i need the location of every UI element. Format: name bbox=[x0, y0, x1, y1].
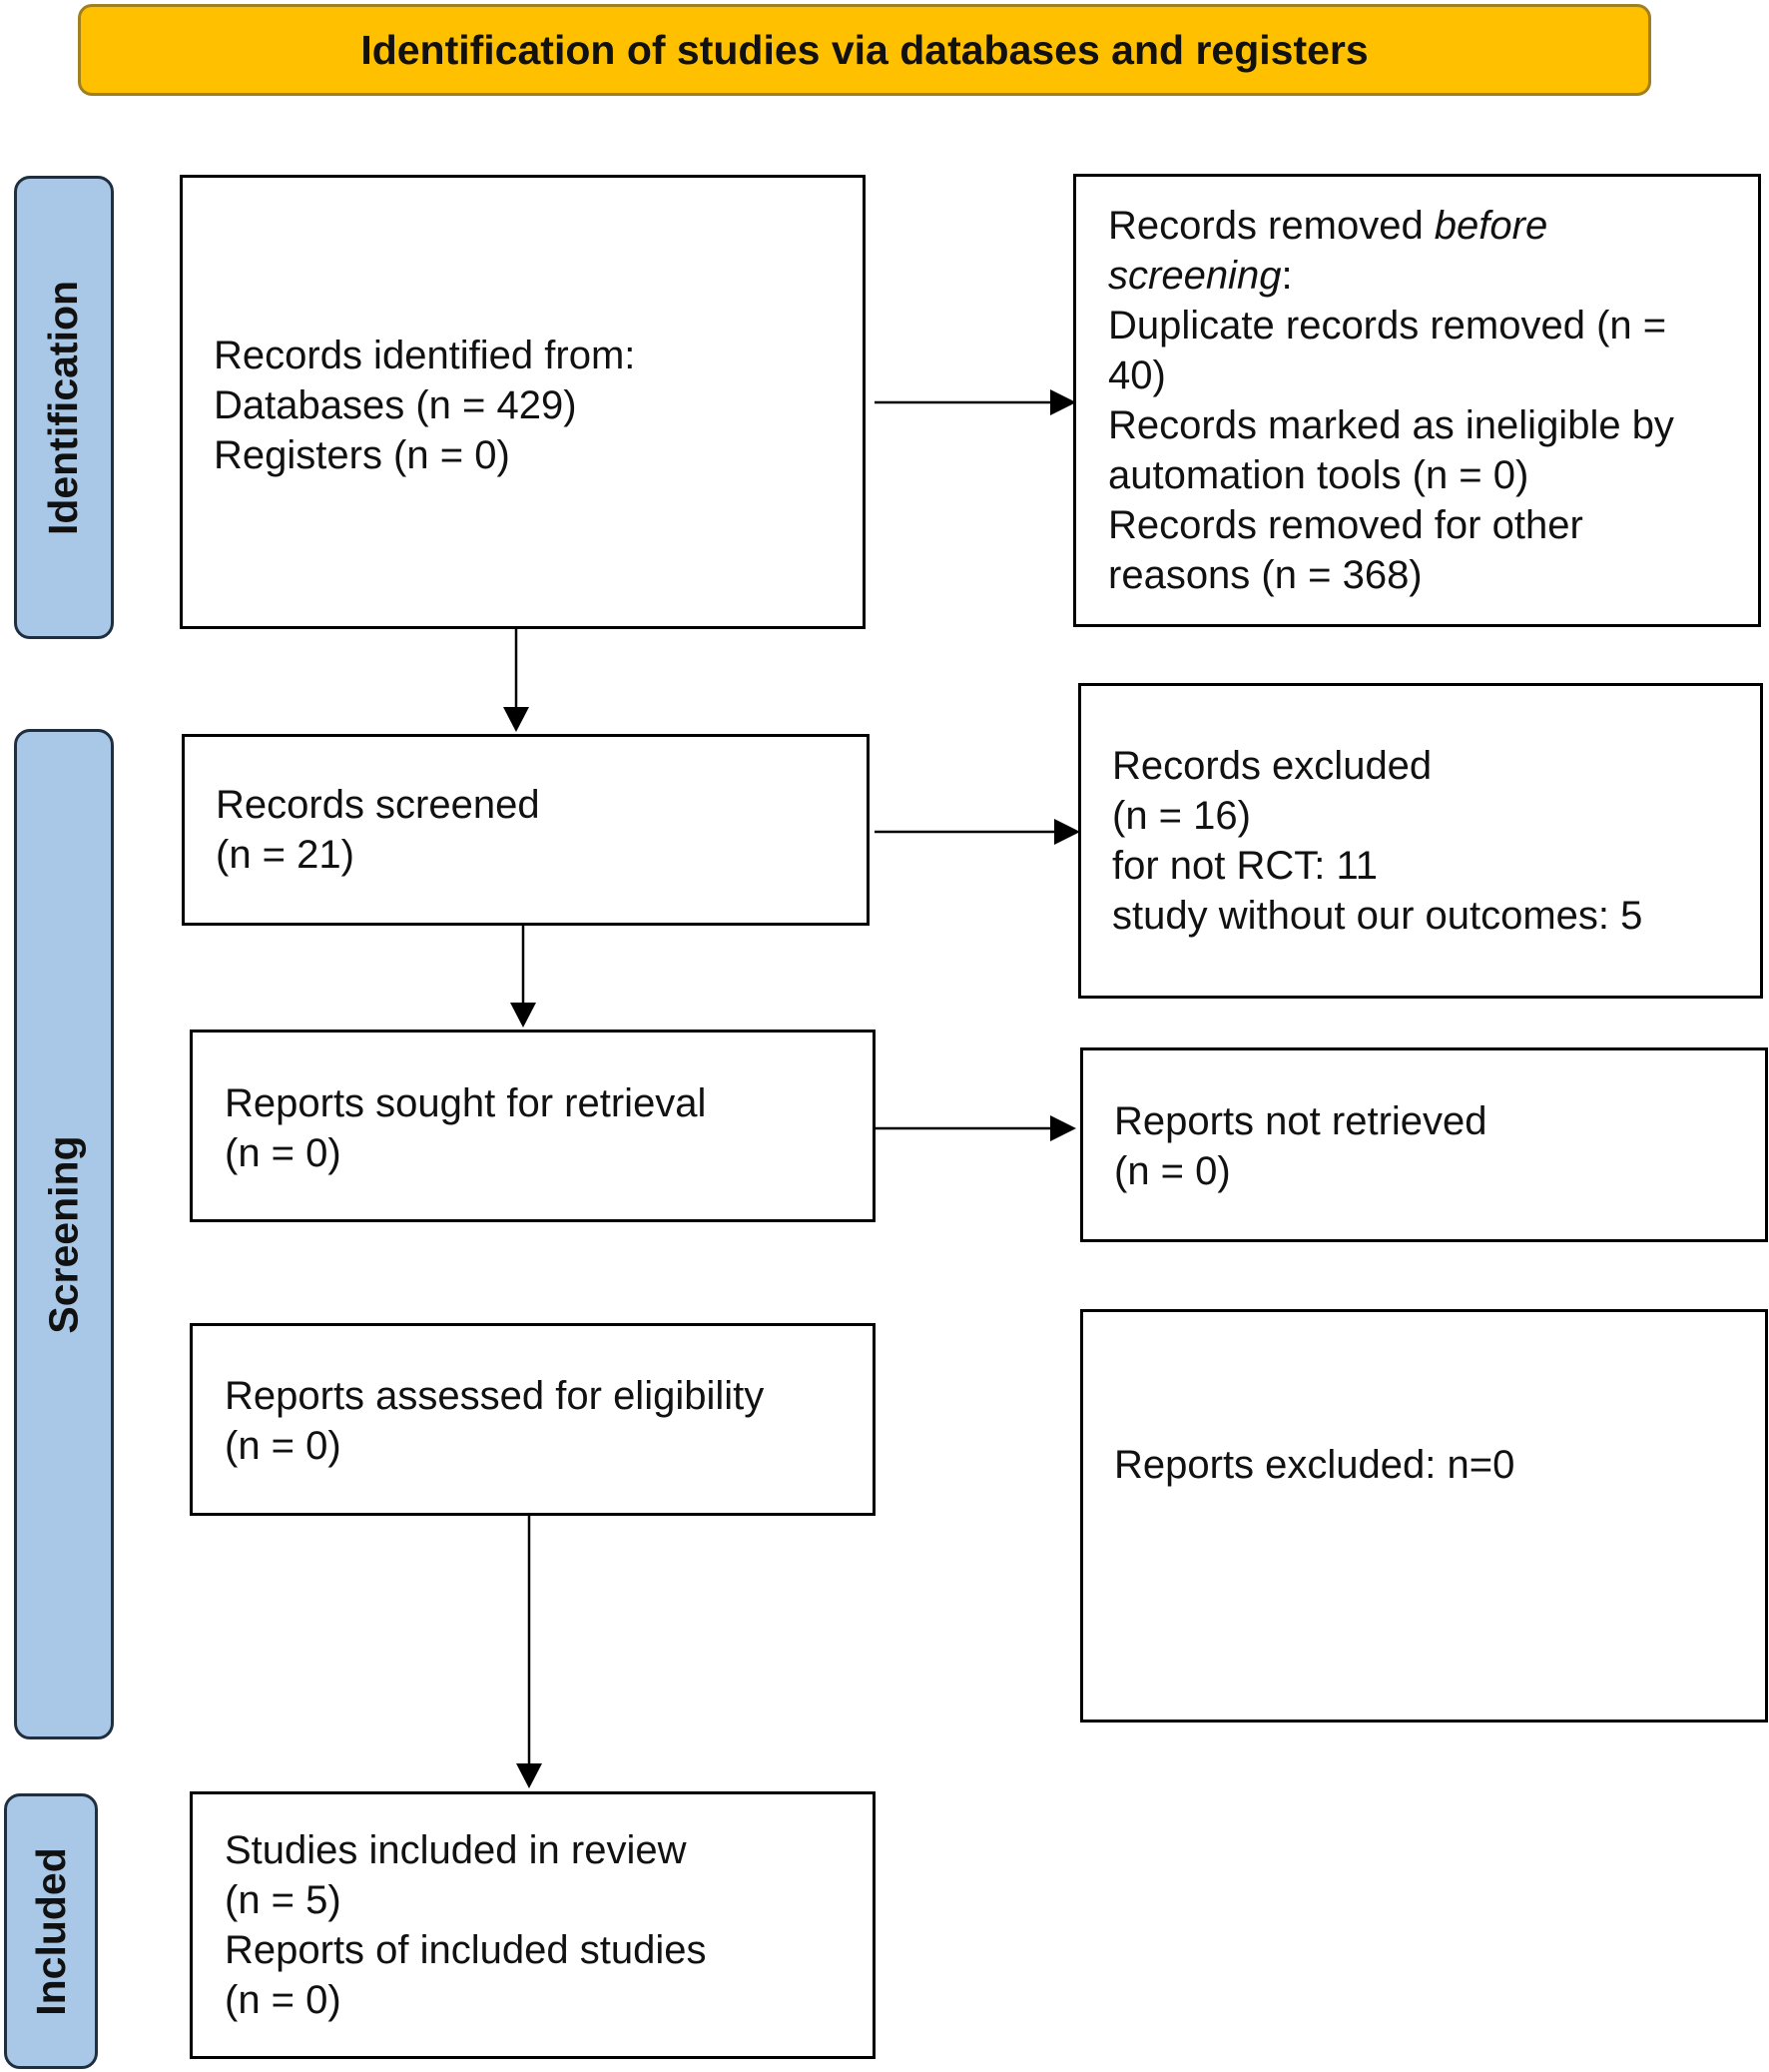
records-screened-line-1: Records screened bbox=[216, 783, 540, 827]
reports-assessed-line-2: (n = 0) bbox=[225, 1424, 341, 1468]
reports-not-retrieved-line-1: Reports not retrieved bbox=[1114, 1099, 1487, 1143]
reports-assessed-box bbox=[190, 1323, 876, 1516]
arrow-head-identified-to-removed bbox=[1050, 389, 1076, 415]
records-removed-line-8: reasons (n = 368) bbox=[1108, 553, 1423, 597]
reports-sought-line-1: Reports sought for retrieval bbox=[225, 1081, 707, 1125]
records-removed-before: before bbox=[1434, 204, 1548, 248]
records-identified-line-1: Records identified from: bbox=[214, 334, 636, 377]
arrow-head-sought-to-not-retrieved bbox=[1050, 1115, 1076, 1141]
records-removed-box bbox=[1073, 174, 1761, 627]
header-title: Identification of studies via databases … bbox=[360, 26, 1369, 73]
header-banner: Identification of studies via databases … bbox=[78, 4, 1651, 96]
arrow-head-identified-to-screened bbox=[503, 707, 529, 732]
reports-assessed-line-1: Reports assessed for eligibility bbox=[225, 1374, 765, 1418]
records-identified-line-3: Registers (n = 0) bbox=[214, 433, 510, 477]
records-excluded-box bbox=[1078, 683, 1763, 999]
records-removed-line-6: automation tools (n = 0) bbox=[1108, 453, 1529, 497]
records-removed-line-5: Records marked as ineligible by bbox=[1108, 403, 1674, 447]
reports-excluded-box bbox=[1080, 1309, 1768, 1723]
records-excluded-line-1: Records excluded bbox=[1112, 744, 1433, 788]
records-removed-line-4: 40) bbox=[1108, 353, 1166, 397]
records-excluded-line-3: for not RCT: 11 bbox=[1112, 844, 1379, 888]
records-removed-prefix: Records removed bbox=[1108, 204, 1435, 248]
reports-excluded-line-1: Reports excluded: n=0 bbox=[1114, 1443, 1515, 1487]
records-identified-box bbox=[180, 175, 866, 629]
studies-included-box bbox=[190, 1791, 876, 2059]
records-excluded-line-2: (n = 16) bbox=[1112, 794, 1251, 838]
records-removed-colon: : bbox=[1281, 254, 1293, 298]
stage-identification: Identification bbox=[14, 176, 114, 639]
reports-not-retrieved-box bbox=[1080, 1047, 1768, 1242]
records-excluded-line-4: study without our outcomes: 5 bbox=[1112, 894, 1643, 938]
records-removed-line-2: screening: bbox=[1108, 251, 1293, 301]
arrow-head-screened-to-sought bbox=[510, 1003, 536, 1028]
records-removed-line-3: Duplicate records removed (n = bbox=[1108, 304, 1667, 347]
records-identified-line-2: Databases (n = 429) bbox=[214, 383, 577, 427]
records-removed-line-7: Records removed for other bbox=[1108, 503, 1583, 547]
records-removed-line-1: Records removed before bbox=[1108, 201, 1547, 251]
studies-included-line-3: Reports of included studies bbox=[225, 1928, 707, 1972]
studies-included-line-4: (n = 0) bbox=[225, 1978, 341, 2022]
reports-sought-box bbox=[190, 1030, 876, 1222]
arrow-head-screened-to-excluded bbox=[1054, 819, 1080, 845]
stage-screening: Screening bbox=[14, 729, 114, 1739]
studies-included-line-1: Studies included in review bbox=[225, 1828, 687, 1872]
reports-not-retrieved-line-2: (n = 0) bbox=[1114, 1149, 1231, 1193]
reports-sought-line-2: (n = 0) bbox=[225, 1131, 341, 1175]
records-screened-box bbox=[182, 734, 870, 926]
records-removed-screening: screening bbox=[1108, 254, 1282, 298]
studies-included-line-2: (n = 5) bbox=[225, 1878, 341, 1922]
arrow-head-assessed-to-included bbox=[516, 1763, 542, 1788]
records-screened-line-2: (n = 21) bbox=[216, 833, 354, 877]
stage-included: Included bbox=[4, 1793, 98, 2069]
